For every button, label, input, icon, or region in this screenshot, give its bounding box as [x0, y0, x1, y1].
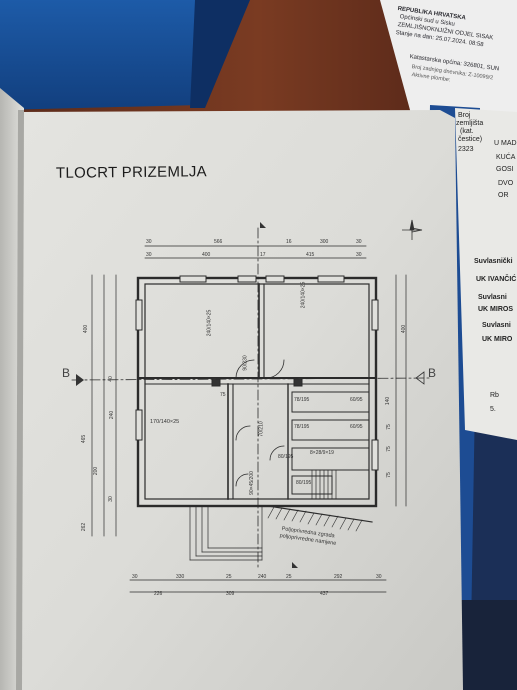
dim-label: 200: [93, 466, 100, 476]
dim-label: 566: [214, 239, 223, 245]
book-page: [18, 110, 463, 690]
room-label: 80/195: [296, 480, 312, 486]
dim-label: 400: [202, 252, 211, 258]
section-marker-b-right: B: [428, 366, 437, 380]
drawing-title: TLOCRT PRIZEMLJA: [55, 163, 208, 182]
dim-label: 437: [320, 591, 329, 597]
room-label: 78/195: [294, 397, 310, 403]
outer-wall: [136, 276, 378, 508]
dim-label: 30: [356, 239, 362, 245]
dim-label: 309: [226, 591, 235, 597]
dim-label: 400: [83, 324, 90, 334]
room-label: 8×28/9×19: [310, 450, 334, 456]
dim-label: 30: [376, 574, 382, 580]
dim-label: 25: [286, 574, 292, 580]
room-label: 90/230: [242, 355, 249, 371]
dim-label: 17: [260, 252, 266, 258]
table-cell: DVO: [498, 180, 514, 187]
table-cell: 5.: [490, 406, 496, 413]
room-label: 80/195: [278, 454, 294, 460]
dim-label: 30: [146, 239, 152, 245]
room-label: 78/195: [294, 424, 310, 430]
room-label: 240/140×25: [206, 309, 213, 337]
table-cell: Suvlasni: [482, 322, 511, 329]
dim-label: 30: [107, 496, 114, 502]
dim-label: 415: [306, 252, 315, 258]
table-cell: U MAD: [494, 140, 517, 147]
table-cell: Rb: [490, 392, 499, 399]
room-label: 60/95: [350, 424, 363, 430]
room-label: 240/140×25: [300, 281, 307, 309]
table-cell: UK MIROS: [478, 306, 513, 313]
dim-label: 40: [107, 376, 114, 382]
dim-label: 75: [385, 472, 392, 478]
table-cell: KUĆA: [496, 154, 516, 161]
table-cell: 2323: [458, 146, 474, 153]
dim-label: 140: [385, 396, 392, 406]
room-label: 70/210: [258, 421, 265, 437]
table-cell: Suvlasnički: [474, 258, 513, 265]
section-marker-b-left: B: [62, 366, 71, 380]
dim-label: 240: [109, 410, 116, 420]
table-cell: Suvlasni: [478, 294, 507, 301]
table-header: Broj: [458, 112, 471, 119]
blue-folder: [0, 0, 240, 110]
table-cell: OR: [498, 192, 509, 199]
dim-label: 292: [334, 574, 343, 580]
room-label: 60/95: [350, 397, 363, 403]
dim-label: 330: [176, 574, 185, 580]
dim-label: 240: [258, 574, 267, 580]
table-header: zemljišta: [456, 120, 484, 127]
table-header: čestice): [458, 136, 483, 143]
dim-label: 226: [154, 591, 163, 597]
dim-label: 16: [286, 239, 292, 245]
dim-label: 75: [385, 446, 392, 452]
table-header: (kat.: [460, 128, 474, 135]
dim-label: 25: [226, 574, 232, 580]
dim-label: 30: [132, 574, 138, 580]
table-cell: UK IVANČIĆ: [476, 276, 517, 283]
dim-label: 400: [401, 324, 408, 334]
room-label: 75: [220, 392, 226, 398]
dim-label: 30: [356, 252, 362, 258]
table-cell: UK MIRO: [482, 336, 513, 343]
table-cell: GOSI: [496, 166, 514, 173]
room-label: 170/140×25: [150, 419, 180, 425]
north-arrow-icon: [402, 219, 423, 240]
dim-label: 30: [146, 252, 152, 258]
room-label: 90×45/200: [248, 471, 255, 495]
dim-label: 75: [385, 424, 392, 430]
dim-label: 300: [320, 239, 329, 245]
dim-label: 262: [81, 522, 88, 532]
dim-label: 465: [81, 434, 88, 444]
